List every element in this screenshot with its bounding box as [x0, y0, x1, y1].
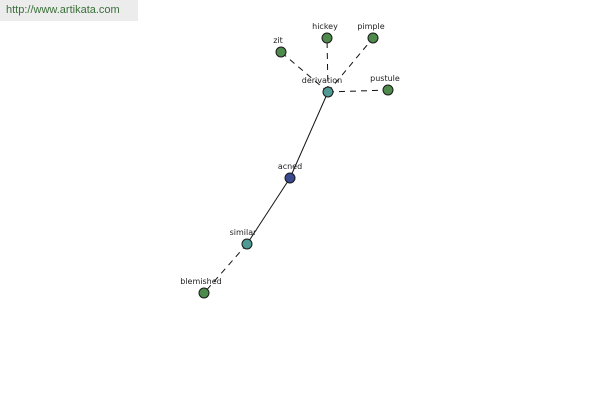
node-similar[interactable] — [241, 238, 253, 250]
node-pimple[interactable] — [367, 32, 379, 44]
node-label-acned[interactable]: acned — [278, 162, 302, 171]
node-label-zit[interactable]: zit — [273, 36, 283, 45]
node-label-derivation[interactable]: derivation — [302, 76, 342, 85]
source-url-banner[interactable]: http://www.artikata.com — [0, 0, 138, 21]
node-label-blemished[interactable]: blemished — [180, 277, 221, 286]
node-hickey[interactable] — [321, 32, 333, 44]
node-pustule[interactable] — [382, 84, 394, 96]
node-blemished[interactable] — [198, 287, 210, 299]
node-zit[interactable] — [275, 46, 287, 58]
node-label-pimple[interactable]: pimple — [357, 22, 384, 31]
node-acned[interactable] — [284, 172, 296, 184]
edge-acned-similar — [246, 177, 291, 245]
edges-layer — [203, 37, 389, 294]
edge-acned-derivation — [289, 91, 329, 179]
edge-derivation-zit — [280, 51, 329, 93]
edge-derivation-hickey — [326, 37, 329, 93]
node-derivation[interactable] — [322, 86, 334, 98]
edge-derivation-pustule — [327, 89, 389, 93]
node-label-hickey[interactable]: hickey — [312, 22, 338, 31]
node-label-similar[interactable]: similar — [230, 228, 258, 237]
edge-derivation-pimple — [327, 37, 374, 93]
nodes-layer: acned derivation similar zit hickey pimple pus… — [180, 22, 400, 299]
node-label-pustule[interactable]: pustule — [370, 74, 400, 83]
